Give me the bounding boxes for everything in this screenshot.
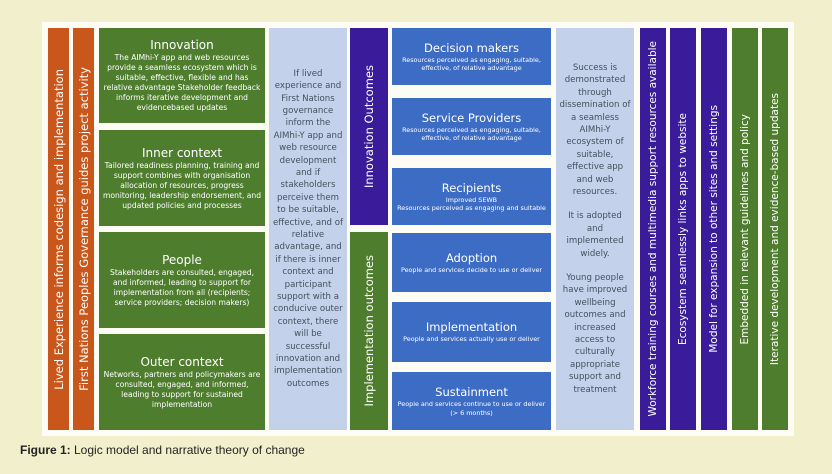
impact-label: Embedded in relevant guidelines and poli… <box>739 113 751 345</box>
impact-label: Workforce training courses and multimedi… <box>647 41 659 417</box>
lived-experience-bar: Lived Experience informs codesign and im… <box>48 28 69 430</box>
determinant-people: People Stakeholders are consulted, engag… <box>99 232 265 328</box>
determinant-title: Inner context <box>141 145 223 160</box>
outcome-adoption: Adoption People and services decide to u… <box>392 233 551 292</box>
impact-label: Ecosystem seamlessly links apps to websi… <box>677 112 689 345</box>
bar-label: First Nations Peoples Governance guides … <box>76 67 91 391</box>
outcome-title: Decision makers <box>424 40 519 55</box>
narrative-text: It is adopted and implemented widely. <box>566 211 624 259</box>
outcome-text: Improved SEWB <box>445 195 498 204</box>
outcome-title: Recipients <box>441 180 502 195</box>
narrative-text: Success is demonstrated through dissemin… <box>559 62 631 197</box>
determinant-text: The AIMhi-Y app and web resources provid… <box>103 53 261 112</box>
impact-bar-ecosystem: Ecosystem seamlessly links apps to websi… <box>670 28 696 430</box>
determinant-innovation: Innovation The AIMhi-Y app and web resou… <box>99 28 265 123</box>
outcome-recipients: Recipients Improved SEWB Resources perce… <box>392 168 551 225</box>
outcome-title: Adoption <box>445 250 498 265</box>
impact-bar-expansion: Model for expansion to other sites and s… <box>701 28 727 430</box>
determinant-title: Innovation <box>150 38 214 52</box>
group-label: Implementation outcomes <box>362 255 376 407</box>
implementation-outcomes-bar: Implementation outcomes <box>350 232 388 430</box>
outcome-title: Sustainment <box>435 385 508 399</box>
narrative-text: If lived experience and First Nations go… <box>273 68 343 389</box>
determinant-text: Networks, partners and policymakers are … <box>103 369 261 409</box>
outcome-text: Resources perceived as engaging, suitabl… <box>402 125 541 143</box>
caption-text: Logic model and narrative theory of chan… <box>70 443 305 457</box>
impact-label: Model for expansion to other sites and s… <box>708 105 720 353</box>
determinant-text: Tailored readiness planning, training an… <box>102 160 262 210</box>
figure-caption: Figure 1: Logic model and narrative theo… <box>20 443 305 457</box>
narrative-success-box: Success is demonstrated through dissemin… <box>556 28 634 430</box>
impact-label: Iterative development and evidence-based… <box>769 92 781 366</box>
outcome-text: People and services actually use or deli… <box>403 335 540 344</box>
outcome-text: People and services decide to use or del… <box>400 265 543 274</box>
group-label: Innovation Outcomes <box>362 64 376 189</box>
outcome-text: People and services continue to use or d… <box>397 400 546 408</box>
governance-bar: First Nations Peoples Governance guides … <box>73 28 94 430</box>
outcome-title: Implementation <box>425 320 518 335</box>
determinant-text: Stakeholders are consulted, engaged, and… <box>110 267 254 307</box>
bar-label: Lived Experience informs codesign and im… <box>51 68 66 390</box>
narrative-if-box: If lived experience and First Nations go… <box>269 28 347 430</box>
outcome-text: (> 6 months) <box>450 408 493 417</box>
logic-model-figure: Lived Experience informs codesign and im… <box>42 22 794 436</box>
caption-label: Figure 1: <box>20 443 71 457</box>
outcome-text: Resources perceived as engaging, suitabl… <box>402 55 541 73</box>
impact-bar-workforce: Workforce training courses and multimedi… <box>640 28 666 430</box>
narrative-text: Young people have improved wellbeing out… <box>562 273 628 395</box>
determinant-inner-context: Inner context Tailored readiness plannin… <box>99 130 265 226</box>
outcome-text: Resources perceived as engaging and suit… <box>397 204 546 212</box>
determinant-outer-context: Outer context Networks, partners and pol… <box>99 334 265 430</box>
impact-bar-guidelines: Embedded in relevant guidelines and poli… <box>732 28 758 430</box>
innovation-outcomes-bar: Innovation Outcomes <box>350 28 388 225</box>
determinant-title: Outer context <box>140 354 224 369</box>
outcome-title: Service Providers <box>421 110 522 125</box>
outcome-sustainment: Sustainment People and services continue… <box>392 372 551 430</box>
outcome-service-providers: Service Providers Resources perceived as… <box>392 98 551 155</box>
determinant-title: People <box>162 252 202 267</box>
outcome-implementation: Implementation People and services actua… <box>392 302 551 362</box>
outcome-decision-makers: Decision makers Resources perceived as e… <box>392 28 551 85</box>
impact-bar-iterative: Iterative development and evidence-based… <box>762 28 788 430</box>
